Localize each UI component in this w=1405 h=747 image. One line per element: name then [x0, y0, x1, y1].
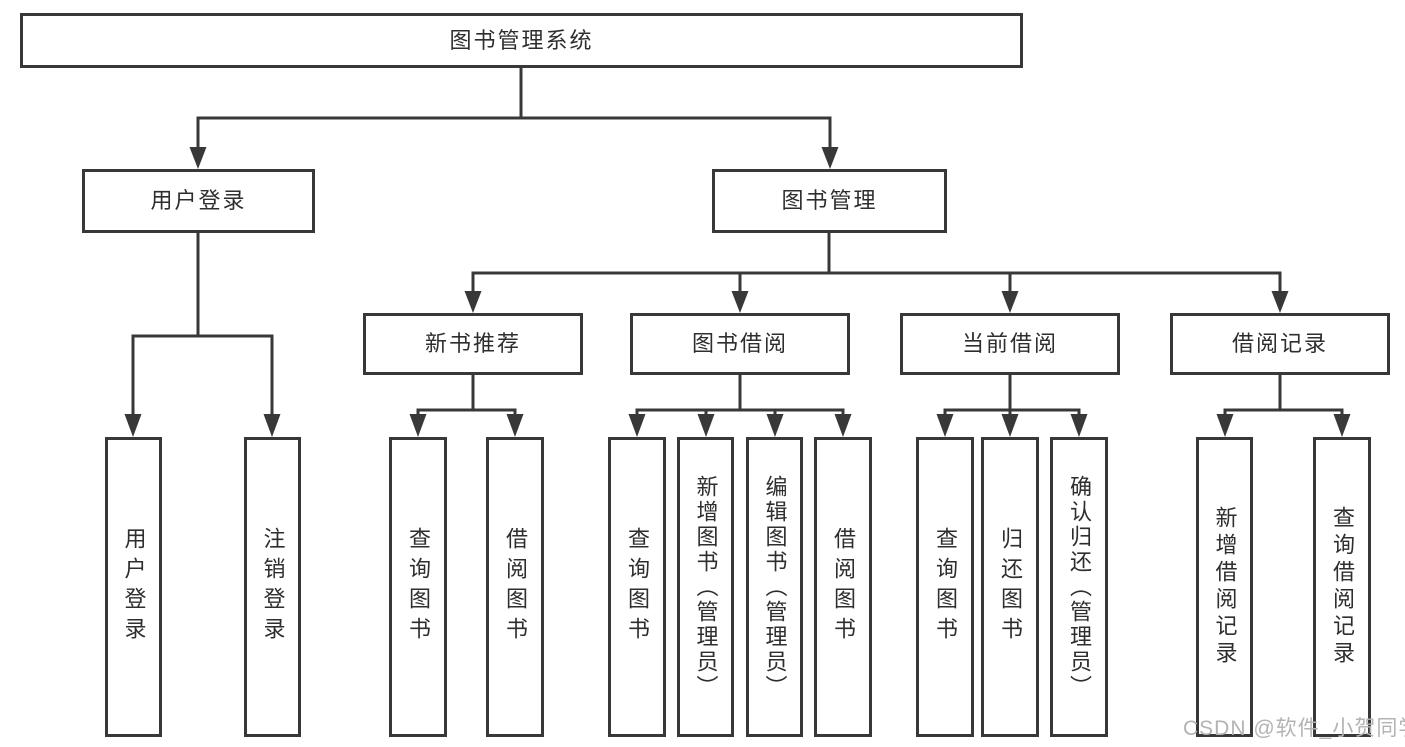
node-leaf-query-books-2-label: 查询图书: [625, 527, 650, 647]
arrowheads: [124, 147, 1351, 437]
node-user-login-label: 用户登录: [150, 188, 247, 213]
node-leaf-query-books-3: 查询图书: [916, 437, 974, 737]
node-user-login: 用户登录: [82, 169, 315, 233]
node-borrow-records-label: 借阅记录: [1231, 331, 1328, 356]
node-leaf-add-borrow-record-label: 新增借阅记录: [1212, 506, 1238, 668]
node-leaf-logout: 注销登录: [244, 437, 301, 737]
node-leaf-return-books: 归还图书: [981, 437, 1039, 737]
node-new-book-recommend-label: 新书推荐: [424, 331, 521, 356]
node-book-management-label: 图书管理: [781, 188, 878, 213]
node-leaf-user-login: 用户登录: [105, 437, 162, 737]
node-leaf-user-login-label: 用户登录: [121, 527, 147, 647]
node-current-borrow: 当前借阅: [900, 313, 1120, 375]
node-leaf-confirm-return-admin-label: 确认归还（管理员）: [1067, 474, 1092, 700]
node-leaf-query-books-3-label: 查询图书: [933, 527, 958, 647]
node-leaf-query-borrow-record-label: 查询借阅记录: [1330, 506, 1355, 668]
node-leaf-borrow-books-1-label: 借阅图书: [503, 527, 528, 647]
node-leaf-confirm-return-admin: 确认归还（管理员）: [1050, 437, 1108, 737]
node-leaf-borrow-books-2-label: 借阅图书: [831, 527, 856, 647]
node-root-label: 图书管理系统: [449, 27, 594, 53]
node-leaf-add-borrow-record: 新增借阅记录: [1196, 437, 1253, 737]
node-leaf-query-borrow-record: 查询借阅记录: [1313, 437, 1371, 737]
node-leaf-return-books-label: 归还图书: [998, 527, 1023, 647]
node-leaf-add-book-admin-label: 新增图书（管理员）: [693, 474, 719, 700]
node-new-book-recommend: 新书推荐: [363, 313, 583, 375]
node-leaf-query-books-2: 查询图书: [608, 437, 666, 737]
node-book-management: 图书管理: [712, 169, 947, 233]
csdn-watermark: CSDN @软件_小贺同学: [1183, 717, 1405, 740]
node-leaf-borrow-books-1: 借阅图书: [486, 437, 544, 737]
node-leaf-query-books-1: 查询图书: [389, 437, 447, 737]
node-leaf-logout-label: 注销登录: [260, 527, 286, 647]
node-leaf-borrow-books-2: 借阅图书: [814, 437, 872, 737]
node-book-borrow-label: 图书借阅: [691, 331, 788, 356]
node-root: 图书管理系统: [20, 13, 1023, 68]
node-current-borrow-label: 当前借阅: [961, 331, 1058, 356]
node-leaf-edit-book-admin-label: 编辑图书（管理员）: [762, 474, 788, 700]
node-leaf-query-books-1-label: 查询图书: [406, 527, 431, 647]
node-leaf-add-book-admin: 新增图书（管理员）: [677, 437, 734, 737]
node-book-borrow: 图书借阅: [630, 313, 850, 375]
node-leaf-edit-book-admin: 编辑图书（管理员）: [746, 437, 803, 737]
node-borrow-records: 借阅记录: [1170, 313, 1390, 375]
